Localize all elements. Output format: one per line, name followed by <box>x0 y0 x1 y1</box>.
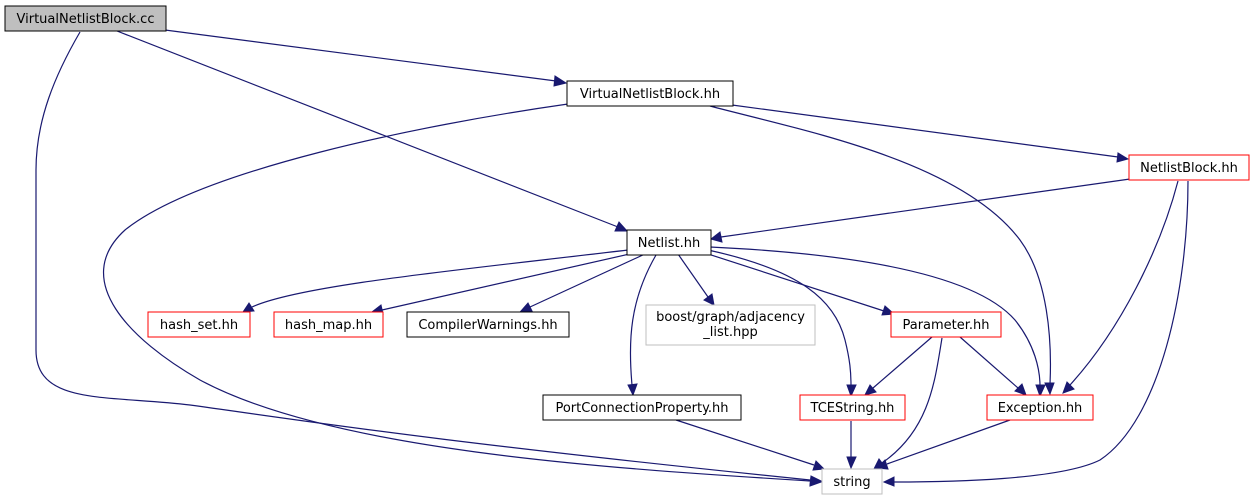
arrowhead <box>1116 152 1130 163</box>
nodes: VirtualNetlistBlock.cc VirtualNetlistBlo… <box>4 5 1250 495</box>
node-portconnectionproperty-hh[interactable]: PortConnectionProperty.hh <box>542 394 742 421</box>
node-string[interactable]: string <box>821 468 883 495</box>
arrowhead <box>519 302 533 312</box>
edge-netlist-hh-to-exception-hh <box>709 246 1041 387</box>
node-boost-adjacency-list-hpp[interactable]: boost/graph/adjacency _list.hpp <box>645 304 816 346</box>
node-label-line-2: _list.hpp <box>702 325 757 340</box>
edge-netlistblock-hh-to-netlist-hh <box>720 178 1131 238</box>
arrowhead <box>882 476 895 487</box>
edge-netlist-hh-to-hash-set-hh <box>251 249 629 308</box>
edge-parameter-hh-to-string <box>881 337 943 464</box>
edge-netlist-hh-to-boost-adjacency <box>677 253 709 298</box>
node-netlistblock-hh[interactable]: NetlistBlock.hh <box>1128 154 1250 181</box>
edge-netlist-hh-to-portconnectionproperty-hh <box>629 254 657 386</box>
node-label: CompilerWarnings.hh <box>418 318 557 333</box>
node-label: VirtualNetlistBlock.cc <box>17 12 155 27</box>
arrowhead <box>1044 382 1055 396</box>
node-netlist-hh[interactable]: Netlist.hh <box>626 229 712 256</box>
edge-virtualnetlistblock-hh-to-exception-hh <box>709 105 1052 385</box>
arrowhead <box>809 476 823 487</box>
node-label: TCEString.hh <box>810 401 895 416</box>
edge-virtualnetlistblock-hh-to-netlistblock-hh <box>731 104 1119 158</box>
arrowhead <box>812 460 826 471</box>
node-label: Exception.hh <box>998 401 1083 416</box>
edge-cc-to-netlist-hh <box>116 30 619 228</box>
edge-portconnectionproperty-hh-to-string <box>675 419 815 466</box>
node-parameter-hh[interactable]: Parameter.hh <box>890 311 1002 338</box>
node-virtualnetlistblock-hh[interactable]: VirtualNetlistBlock.hh <box>566 80 734 107</box>
edge-netlistblock-hh-to-exception-hh <box>1069 180 1179 386</box>
edge-netlistblock-hh-to-string <box>893 180 1189 483</box>
node-hash-set-hh[interactable]: hash_set.hh <box>147 311 251 338</box>
edge-virtualnetlistblock-hh-to-string <box>103 103 811 482</box>
node-hash-map-hh[interactable]: hash_map.hh <box>273 311 384 338</box>
edge-parameter-hh-to-tcestring-hh <box>872 336 933 389</box>
node-label: hash_map.hh <box>285 318 372 333</box>
node-virtualnetlistblock-cc[interactable]: VirtualNetlistBlock.cc <box>4 5 167 32</box>
node-tcestring-hh[interactable]: TCEString.hh <box>799 394 906 421</box>
arrowhead <box>846 384 857 398</box>
arrowhead <box>614 221 629 232</box>
arrowhead <box>846 456 857 470</box>
node-exception-hh[interactable]: Exception.hh <box>986 394 1094 421</box>
edge-cc-to-virtualnetlistblock-hh <box>164 29 557 82</box>
arrowhead <box>709 231 723 243</box>
arrowhead <box>864 384 877 396</box>
edge-netlist-hh-to-compilerwarnings-hh <box>529 253 646 308</box>
node-label: VirtualNetlistBlock.hh <box>580 87 720 102</box>
node-label: PortConnectionProperty.hh <box>555 401 728 416</box>
arrowhead <box>553 75 568 87</box>
edge-netlist-hh-to-parameter-hh <box>704 252 885 312</box>
edge-parameter-hh-to-exception-hh <box>959 336 1019 389</box>
edge-cc-to-string <box>35 31 811 481</box>
edge-netlist-hh-to-hash-map-hh <box>381 252 635 311</box>
node-label: Netlist.hh <box>638 236 701 251</box>
edges <box>35 29 1189 487</box>
arrowhead <box>1062 381 1075 394</box>
arrowhead <box>703 293 715 306</box>
node-label: string <box>833 475 870 490</box>
edge-exception-hh-to-string <box>886 419 1011 465</box>
arrowhead <box>1014 383 1027 396</box>
node-label-line-1: boost/graph/adjacency <box>656 310 805 325</box>
node-label: Parameter.hh <box>902 318 989 333</box>
edge-netlist-hh-to-tcestring-hh <box>707 249 852 387</box>
arrowhead <box>627 383 638 397</box>
node-label: NetlistBlock.hh <box>1140 161 1238 176</box>
arrowhead <box>242 302 255 313</box>
node-compilerwarnings-hh[interactable]: CompilerWarnings.hh <box>406 311 570 338</box>
node-label: hash_set.hh <box>160 318 238 333</box>
arrowhead <box>1035 384 1046 398</box>
